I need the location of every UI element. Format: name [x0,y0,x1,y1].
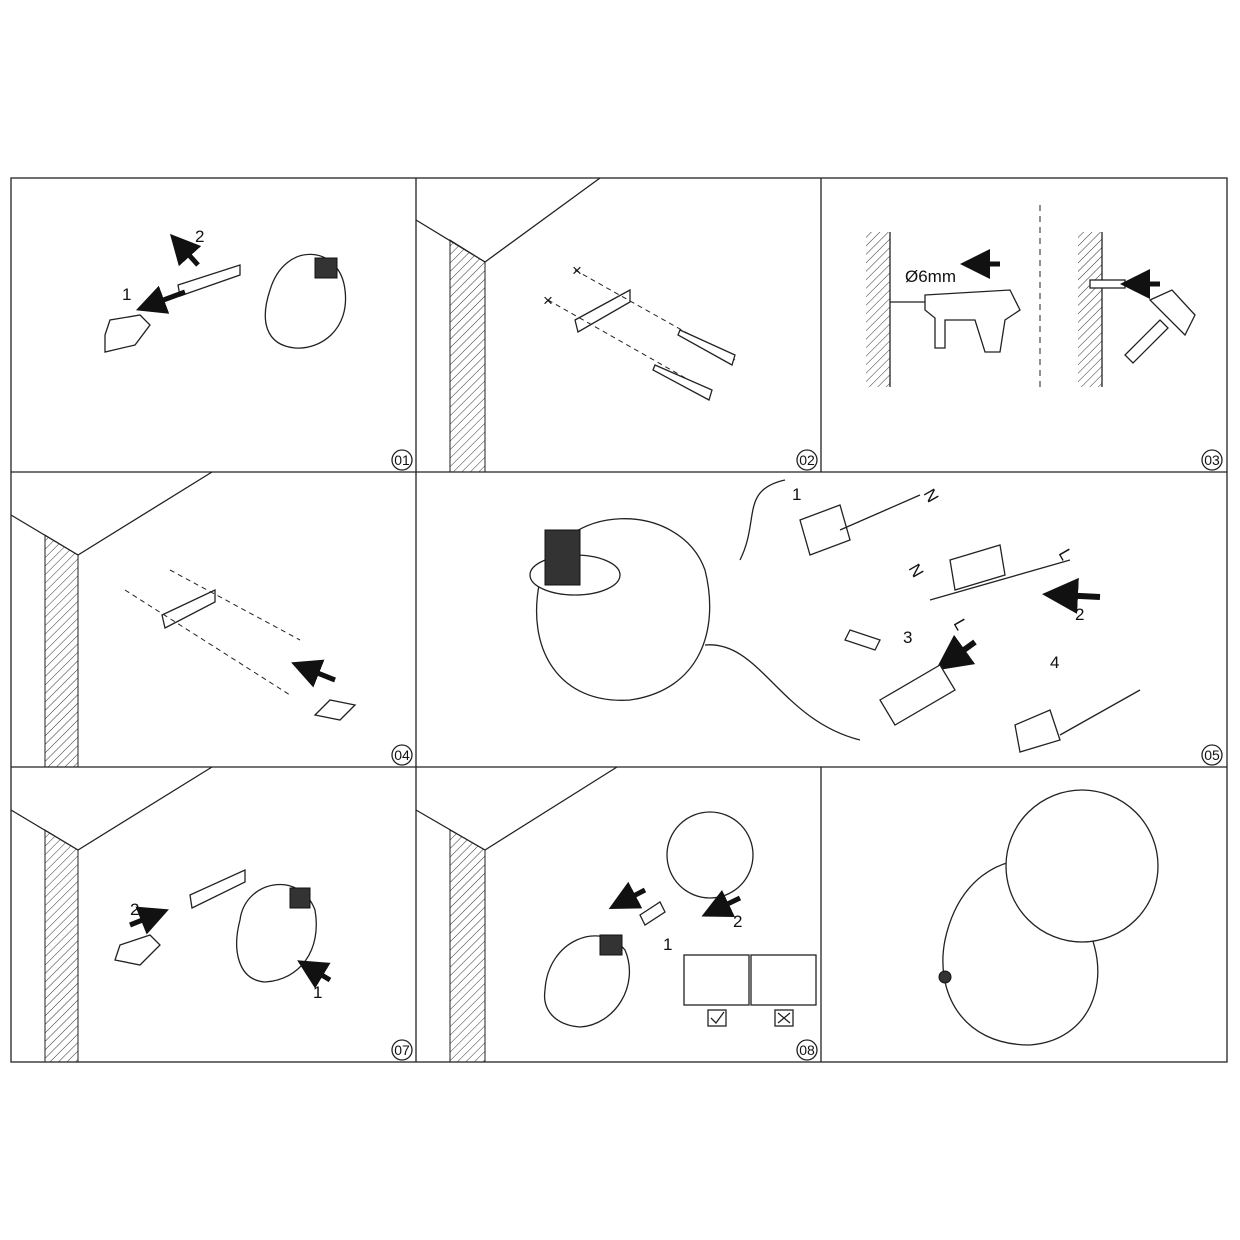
lamp-shade [236,883,317,983]
connector [879,664,956,726]
arrow [701,889,742,918]
check-icon [707,1009,727,1027]
step-number: 05 [1204,747,1220,763]
panel-step-04: 04 [10,471,413,768]
drill-icon [924,289,1021,353]
label-n: N [920,486,943,506]
step-number: 08 [799,1042,815,1058]
cross-icon [774,1009,794,1027]
cable [704,644,861,741]
step-number-badge [391,1039,413,1061]
label-2: 2 [195,227,204,246]
label-2: 2 [733,912,742,931]
bracket [161,588,216,629]
panel-step-01: 1 2 01 [104,227,413,471]
wall-corner [10,766,213,851]
label-1: 1 [313,983,322,1002]
glass-globe [666,811,754,899]
wall-hatch [44,534,79,768]
arrow-2 [129,906,169,935]
bulb-icon [639,901,666,926]
hand-icon [104,314,151,353]
lamp-shade [543,935,631,1028]
bracket [189,868,246,909]
wall-hatch [449,829,486,1063]
panel-grid [10,177,1228,1063]
wall-corner [415,177,601,263]
wall-hatch [449,239,486,473]
svg-text:×: × [543,291,553,310]
arrow-1 [297,960,332,989]
panel-step-07: 2 1 07 [10,766,413,1063]
label-2: 2 [130,900,139,919]
wall-corner [10,471,213,556]
bracket [574,288,631,333]
correct-handling-image [683,954,750,1006]
panel-step-02: × × 02 [415,177,818,473]
step-number: 01 [394,452,410,468]
svg-text:×: × [572,261,582,280]
step-number-badge [1201,744,1223,766]
label-n: N [905,561,928,581]
glass-globe [1005,789,1159,943]
label-2: 2 [1075,605,1084,624]
arrow-1 [135,285,186,314]
step-number-badge [391,744,413,766]
step-number: 02 [799,452,815,468]
step-number-badge [796,1039,818,1061]
label-1: 1 [663,935,672,954]
label-l: L [950,616,971,634]
lamp-socket [599,934,623,956]
switch [938,970,952,984]
screwdriver-icon [844,629,881,651]
step-number-badge [391,449,413,471]
pencil-icon [652,364,713,401]
hammer-icon [1124,319,1169,364]
panel-step-05: 1 2 3 4 N L N L 05 [529,479,1223,766]
arrow-2 [1042,577,1101,614]
drill-size-label: Ø6mm [905,267,956,286]
arrow [935,634,977,671]
wall-corner [415,766,618,851]
hand-icon [114,934,161,966]
step-number: 03 [1204,452,1220,468]
hand-icon [313,699,357,721]
label-3: 3 [903,628,912,647]
step-number-badge [1201,449,1223,471]
panel-step-03: Ø6mm 03 [866,205,1223,471]
panel-step-08: 1 2 08 [415,766,818,1063]
terminal-block [949,544,1006,591]
arrow [608,881,647,909]
step-number-badge [796,449,818,471]
label-1: 1 [122,285,131,304]
lamp-socket [289,887,311,909]
label-1: 1 [792,485,801,504]
pencil-icon [677,329,736,366]
label-4: 4 [1050,653,1059,672]
incorrect-handling-image [750,954,817,1006]
panel-finished-lamp [938,789,1159,1046]
step-number: 04 [394,747,410,763]
terminal-cover [799,504,851,556]
wall-hatch [44,829,79,1063]
lamp-socket [314,257,338,279]
step-number: 07 [394,1042,410,1058]
terminal-cover [1014,709,1061,753]
bracket [177,264,241,297]
cable [739,479,786,561]
arrow-2 [169,233,202,267]
lamp-socket [544,529,581,586]
arrow [291,659,336,688]
wall-plug [1089,279,1126,289]
